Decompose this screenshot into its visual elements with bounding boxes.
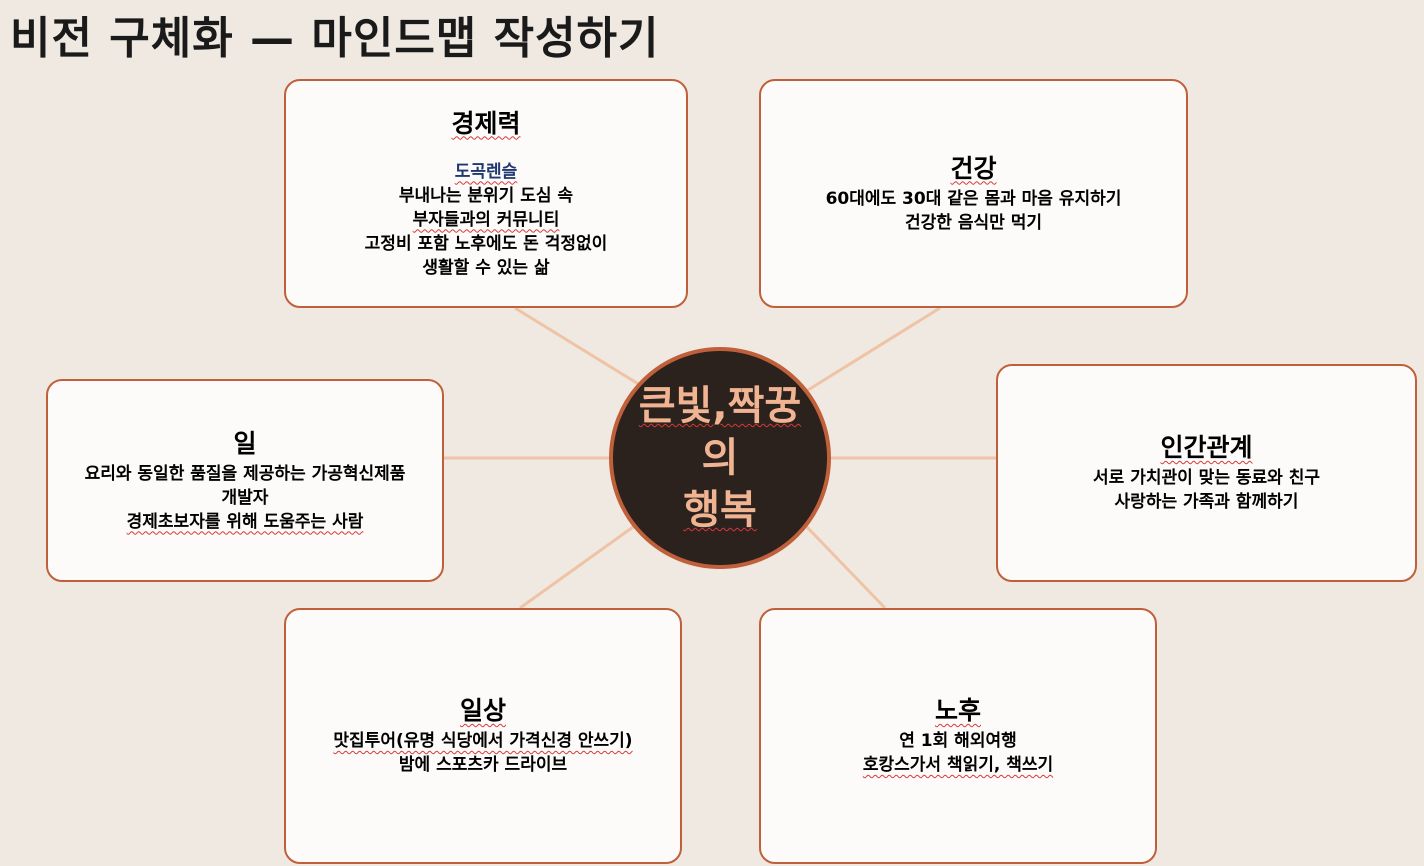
node-wealth-line: 부내나는 분위기 도심 속 <box>398 185 574 206</box>
center-node-line: 큰빛,짝꿍 <box>638 383 802 429</box>
node-daily-line: 맛집투어(유명 식당에서 가격신경 안쓰기) <box>333 731 633 751</box>
node-relationships-title: 인간관계 <box>1160 433 1253 462</box>
node-health-title: 건강 <box>950 153 997 183</box>
node-work-line: 경제초보자를 위해 도움주는 사람 <box>126 511 364 532</box>
connector-daily <box>519 520 641 610</box>
node-wealth: 경제력 도곡렌슬 부내나는 분위기 도심 속 부자들과의 커뮤니티 고정비 포함… <box>284 79 688 308</box>
node-health-line: 60대에도 30대 같은 몸과 마음 유지하기 <box>825 188 1122 209</box>
node-work-title: 일 <box>233 428 257 458</box>
node-work-line: 요리와 동일한 품질을 제공하는 가공혁신제품 <box>84 463 406 484</box>
node-daily: 일상 맛집투어(유명 식당에서 가격신경 안쓰기) 밤에 스포츠카 드라이브 <box>284 608 682 864</box>
center-node: 큰빛,짝꿍 의 행복 <box>609 347 831 569</box>
node-health-line: 건강한 음식만 먹기 <box>905 212 1042 233</box>
page-title: 비전 구체화 — 마인드맵 작성하기 <box>10 13 660 64</box>
node-wealth-line: 부자들과의 커뮤니티 <box>412 209 560 230</box>
node-wealth-line: 고정비 포함 노후에도 돈 걱정없이 <box>364 233 608 254</box>
connector-retirement <box>803 523 887 610</box>
center-node-line: 행복 <box>683 487 757 533</box>
node-wealth-line: 생활할 수 있는 삶 <box>422 257 550 278</box>
node-retirement-line: 연 1회 해외여행 <box>899 731 1017 751</box>
connector-wealth <box>514 306 641 387</box>
node-retirement-line: 호캉스가서 책읽기, 책쓰기 <box>862 755 1054 775</box>
node-wealth-title: 경제력 <box>451 108 521 138</box>
connector-health <box>799 306 941 397</box>
node-relationships: 인간관계 서로 가치관이 맞는 동료와 친구 사랑하는 가족과 함께하기 <box>996 364 1417 582</box>
node-daily-title: 일상 <box>459 696 506 725</box>
node-health: 건강 60대에도 30대 같은 몸과 마음 유지하기 건강한 음식만 먹기 <box>759 79 1188 308</box>
node-wealth-subtitle: 도곡렌슬 <box>454 161 518 182</box>
node-work: 일 요리와 동일한 품질을 제공하는 가공혁신제품 개발자 경제초보자를 위해 … <box>46 379 444 582</box>
node-work-line: 개발자 <box>221 487 269 508</box>
node-daily-line: 밤에 스포츠카 드라이브 <box>398 755 568 775</box>
node-relationships-line: 서로 가치관이 맞는 동료와 친구 <box>1093 468 1320 488</box>
node-retirement: 노후 연 1회 해외여행 호캉스가서 책읽기, 책쓰기 <box>759 608 1157 864</box>
center-node-line: 의 <box>701 435 739 481</box>
node-retirement-title: 노후 <box>934 696 981 725</box>
node-relationships-line: 사랑하는 가족과 함께하기 <box>1114 492 1299 512</box>
